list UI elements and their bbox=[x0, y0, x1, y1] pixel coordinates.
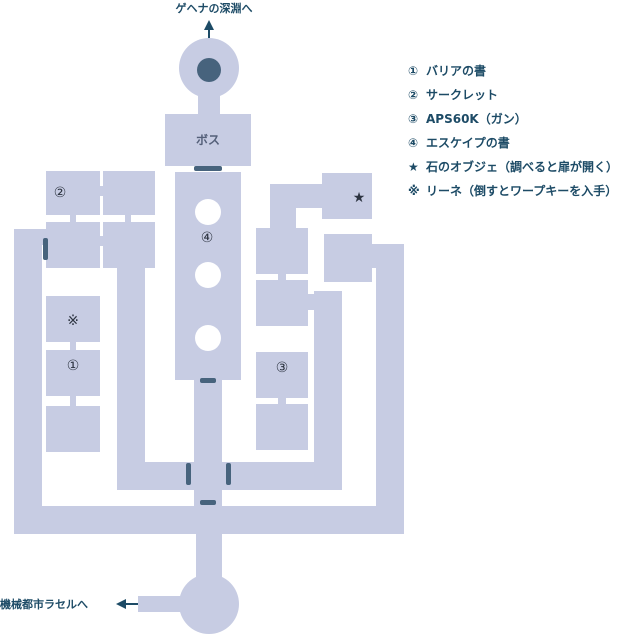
legend-item: ④ エスケイプの書 bbox=[408, 134, 618, 158]
marker-star: ★ bbox=[353, 190, 366, 206]
room-left-4 bbox=[103, 222, 155, 268]
legend-text: サークレット bbox=[426, 88, 499, 102]
door bbox=[186, 463, 191, 485]
boss-room bbox=[165, 114, 251, 166]
legend-text: 石のオブジェ（調べると扉が開く） bbox=[426, 160, 619, 174]
legend-item: ③ APS60K（ガン） bbox=[408, 110, 618, 134]
west-exit-corridor bbox=[138, 596, 182, 612]
room-left-7 bbox=[46, 406, 100, 452]
outer-west bbox=[14, 229, 42, 534]
marker-2: ② bbox=[54, 185, 67, 201]
legend-symbol: ④ bbox=[408, 136, 419, 150]
right-corridor bbox=[314, 291, 342, 490]
marker-rine: ※ bbox=[67, 313, 79, 329]
legend-item: ※ リーネ（倒すとワープキーを入手） bbox=[408, 182, 618, 206]
room-right-4 bbox=[256, 352, 308, 398]
boss-room-label: ボス bbox=[196, 132, 220, 147]
door bbox=[226, 463, 231, 485]
south-circle-room bbox=[179, 574, 239, 634]
legend-symbol: ③ bbox=[408, 112, 419, 126]
outer-east bbox=[376, 244, 404, 534]
legend-text: APS60K（ガン） bbox=[426, 112, 527, 126]
room-left-6 bbox=[46, 350, 100, 396]
connector bbox=[98, 186, 106, 196]
legend-symbol: ※ bbox=[408, 184, 420, 198]
room-left-5 bbox=[46, 296, 100, 342]
outer-south bbox=[14, 506, 404, 534]
left-corridor bbox=[117, 268, 145, 490]
legend-text: エスケイプの書 bbox=[426, 136, 510, 150]
legend-item: ② サークレット bbox=[408, 86, 618, 110]
pillar bbox=[195, 262, 221, 288]
connector bbox=[98, 236, 106, 246]
west-exit-label: 機械都市ラセルへ bbox=[0, 597, 88, 611]
marker-1: ① bbox=[67, 358, 80, 374]
room-right-2 bbox=[324, 234, 372, 282]
room-star bbox=[322, 173, 372, 219]
connector bbox=[70, 395, 76, 407]
north-connector bbox=[198, 96, 220, 118]
legend: ① バリアの書 ② サークレット ③ APS60K（ガン） ④ エスケイプの書 ★ 石のオ… bbox=[408, 62, 618, 206]
legend-symbol: ② bbox=[408, 88, 419, 102]
pillar bbox=[195, 199, 221, 225]
connector bbox=[278, 273, 286, 281]
pillar bbox=[195, 325, 221, 351]
room-right-1 bbox=[256, 228, 308, 274]
room-left-2 bbox=[103, 171, 155, 215]
door bbox=[200, 500, 216, 505]
legend-symbol: ① bbox=[408, 64, 419, 78]
connector bbox=[278, 397, 286, 405]
room-right-5 bbox=[256, 404, 308, 450]
room-left-3 bbox=[46, 222, 100, 268]
north-exit-label: ゲヘナの深淵へ bbox=[176, 1, 253, 15]
marker-4: ④ bbox=[201, 230, 214, 246]
star-corridor bbox=[270, 184, 296, 230]
door bbox=[200, 378, 216, 383]
marker-3: ③ bbox=[276, 360, 289, 376]
legend-text: リーネ（倒すとワープキーを入手） bbox=[426, 184, 618, 198]
legend-symbol: ★ bbox=[408, 160, 419, 174]
legend-item: ★ 石のオブジェ（調べると扉が開く） bbox=[408, 158, 618, 182]
room-right-3 bbox=[256, 280, 308, 326]
north-warp-point bbox=[197, 58, 221, 82]
connector bbox=[70, 214, 76, 224]
connector bbox=[70, 341, 76, 351]
door bbox=[43, 238, 48, 260]
room-left-1 bbox=[46, 171, 100, 215]
legend-text: バリアの書 bbox=[426, 64, 487, 78]
west-exit-arrow bbox=[116, 599, 138, 609]
door bbox=[194, 166, 222, 171]
connector bbox=[125, 214, 131, 224]
legend-item: ① バリアの書 bbox=[408, 62, 618, 86]
